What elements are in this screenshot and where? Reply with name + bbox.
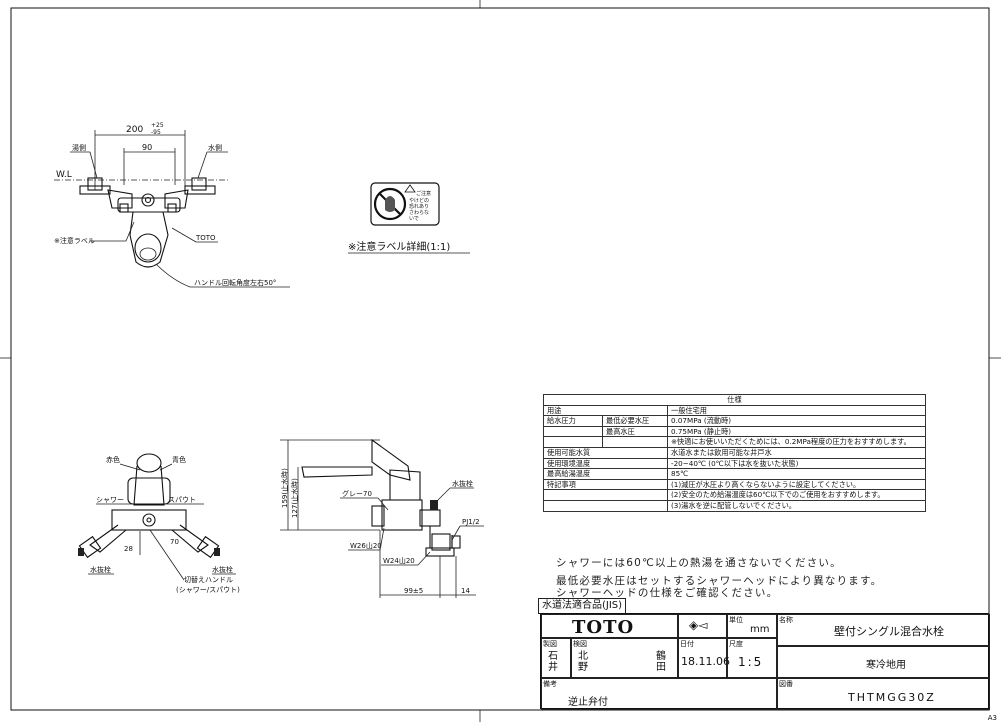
table-row: 特記事項(1)減圧が水圧より高くならないように設定してください。	[543, 478, 926, 491]
drawing-no-cell: 図番 THTMGG30Z	[777, 678, 990, 710]
dim-tol-plus: +25	[151, 122, 164, 129]
title-block: TOTO ◈◅ 単位 mm 名称 壁付シングル混合水栓 製図 石井 検図 北野 …	[540, 613, 990, 710]
w26-label: W26山20	[350, 541, 382, 550]
note-shower-head: シャワーヘッドの仕様をご確認ください。	[556, 587, 779, 599]
drawing-number: THTMGG30Z	[848, 691, 936, 704]
dim-tol-minus: -95	[151, 129, 161, 136]
approved-by: 鶴田	[656, 651, 666, 673]
sub-name: 寒冷地用	[866, 660, 906, 671]
projection-icon: ◈◅	[689, 618, 708, 632]
table-row: 使用環境温度-20~40℃ (0℃以下は水を抜いた状態)	[543, 457, 926, 470]
hot-connector	[87, 177, 103, 191]
caution-detail-caption: ※注意ラベル詳細(1:1)	[348, 240, 450, 253]
dim-14: 14	[461, 587, 470, 595]
dim-99: 99±5	[404, 587, 423, 595]
table-row: 使用可能水質水道水または飲用可能な井戸水	[543, 446, 926, 459]
warning-icon	[404, 184, 416, 193]
remarks-cell: 備考 逆止弁付	[541, 678, 777, 710]
date-cell: 日付 18.11.06	[678, 638, 730, 678]
caution-label-detail: ご注意 やけどの 恐れあり さわらな いで ※注意ラベル詳細(1:1)	[348, 182, 470, 254]
drawn-by: 石井	[548, 651, 558, 673]
brand-cell: TOTO	[541, 614, 678, 638]
w24-label: W24山20	[383, 556, 415, 565]
handle-angle-label: ハンドル回転角度左右50°	[194, 278, 276, 287]
scale-value: 1:5	[738, 655, 764, 669]
unit-cell: 単位 mm	[727, 614, 777, 638]
dim-90: 90	[142, 143, 152, 152]
note-min-pressure: 最低必要水圧はセットするシャワーヘッドにより異なります。	[556, 575, 883, 587]
caution-label-leader: ※注意ラベル	[54, 236, 95, 245]
pj-label: PJ1/2	[462, 518, 480, 526]
bottom-view: 赤色 青色 シャワー スパウト 28 70 水抜栓 水抜栓 切替えハンドル (シ…	[78, 453, 240, 594]
sub-name-cell: 寒冷地用	[777, 646, 990, 678]
stop-valve-right-label: 水抜栓	[212, 565, 233, 574]
dim-200: 200	[126, 125, 143, 135]
dim-127: 127(止水時)	[290, 478, 299, 518]
sheet-border	[10, 7, 990, 711]
product-name: 壁付シングル混合水栓	[834, 625, 944, 638]
svg-text:恐れあり: 恐れあり	[409, 204, 429, 210]
sheet-size: A3	[987, 714, 997, 722]
front-view: 200 +25 -95 90 湯側 水側 W.L ※注	[54, 122, 290, 288]
projection-symbol: ◈◅	[678, 614, 727, 638]
svg-text:ご注意: ご注意	[416, 190, 431, 197]
table-row: (2)安全のため給湯温度は60℃以下でのご使用をおすすめします。	[543, 489, 926, 501]
remarks-value: 逆止弁付	[568, 697, 608, 708]
wl-label: W.L	[56, 170, 72, 180]
spout-label: スパウト	[168, 496, 196, 504]
scale-cell: 尺度 1:5	[727, 638, 777, 678]
table-row: (3)湯水を逆に配管しないでください。	[543, 499, 926, 512]
blue-label: 青色	[172, 455, 186, 464]
hot-side-label: 湯側	[72, 143, 86, 152]
dim-159: 159(止水時)	[280, 468, 289, 508]
no-touch-icon	[373, 187, 407, 221]
table-row: 用途一般住宅用	[543, 404, 926, 417]
side-stop-valve-label: 水抜栓	[452, 479, 473, 488]
table-row: ※快適にお使いいただくためには、0.2MPa程度の圧力をおすすめします。	[543, 436, 926, 448]
spec-title: 仕様	[543, 394, 926, 406]
checked-by: 北野	[578, 651, 588, 673]
cold-side-label: 水側	[208, 143, 222, 152]
toto-logo: TOTO	[572, 617, 635, 638]
note-hot-water: シャワーには60℃以上の熱湯を通さないでください。	[556, 557, 842, 569]
shower-label: シャワー	[96, 496, 124, 504]
unit-value: mm	[750, 624, 770, 635]
checked-cell: 検図 北野 鶴田	[571, 638, 678, 678]
switch-handle-label: 切替えハンドル	[184, 575, 233, 584]
svg-text:いで: いで	[409, 216, 419, 222]
gray-70-label: グレー70	[342, 489, 372, 498]
switch-handle-sub-label: (シャワー/スパウト)	[176, 586, 240, 594]
toto-brand-leader: TOTO	[195, 234, 216, 242]
svg-text:さわらな: さわらな	[409, 209, 429, 216]
red-label: 赤色	[106, 455, 120, 464]
date-value: 18.11.06	[681, 655, 730, 668]
side-view: 159(止水時) 127(止水時) グレー70 水抜栓 PJ1/2 W26山20…	[280, 438, 484, 598]
name-cell: 名称 壁付シングル混合水栓	[777, 614, 990, 646]
drawn-cell: 製図 石井	[541, 638, 571, 678]
dim-28: 28	[124, 545, 133, 553]
dim-70: 70	[170, 538, 179, 546]
jis-tag: 水道法適合品(JIS)	[538, 598, 627, 614]
stop-valve-left-label: 水抜栓	[90, 565, 111, 574]
cold-connector	[191, 177, 207, 191]
svg-text:やけどの: やけどの	[409, 197, 429, 204]
